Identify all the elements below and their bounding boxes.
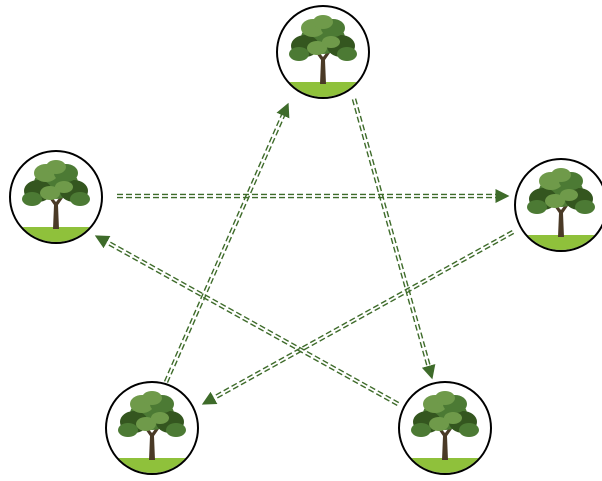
foliage [575, 200, 595, 214]
foliage [289, 47, 309, 61]
node-layer [9, 5, 602, 475]
foliage [70, 192, 90, 206]
node-circle [514, 158, 602, 252]
trunk [143, 424, 161, 460]
arrow-dash-line [210, 229, 513, 399]
arrow-dash-line [163, 112, 284, 382]
foliage [151, 412, 169, 424]
foliage [22, 192, 42, 206]
foliage [545, 194, 565, 208]
foliage [142, 391, 162, 405]
arrow-bottom-left-to-top [163, 102, 290, 383]
foliage [560, 189, 578, 201]
trunk [314, 48, 332, 84]
node-top [276, 5, 370, 99]
foliage [551, 168, 571, 182]
arrow-top-to-bottom-right [351, 98, 436, 380]
node-bottom-right [398, 381, 492, 475]
arrow-dash-line [166, 113, 287, 383]
trunk [552, 201, 570, 237]
arrowhead [276, 102, 290, 119]
foliage [313, 15, 333, 29]
tree-icon [278, 15, 368, 97]
foliage [307, 41, 327, 55]
foliage [435, 391, 455, 405]
arrowhead [201, 391, 218, 405]
arrow-dash-line [354, 98, 432, 369]
foliage [46, 160, 66, 174]
node-circle [9, 150, 103, 244]
foliage [55, 181, 73, 193]
foliage [166, 423, 186, 437]
foliage [411, 423, 431, 437]
arrow-dash-line [103, 241, 398, 407]
node-circle [276, 5, 370, 99]
tree-icon [107, 391, 197, 473]
foliage [118, 423, 138, 437]
node-circle [398, 381, 492, 475]
arrowhead [421, 363, 436, 380]
foliage [337, 47, 357, 61]
trunk [47, 193, 65, 229]
foliage [429, 417, 449, 431]
arrow-dash-line [351, 99, 429, 369]
node-right [514, 158, 602, 252]
trunk [436, 424, 454, 460]
arrow-layer [94, 98, 515, 407]
arrow-right-to-bottom-left [201, 229, 515, 405]
arrow-dash-line [105, 238, 400, 404]
foliage [459, 423, 479, 437]
foliage [136, 417, 156, 431]
node-circle [105, 381, 199, 475]
arrow-left-to-right [117, 189, 510, 203]
foliage [322, 36, 340, 48]
foliage [527, 200, 547, 214]
arrowhead [94, 235, 111, 249]
foliage [40, 186, 60, 200]
arrow-dash-line [212, 232, 515, 402]
arrow-bottom-right-to-left [94, 235, 400, 407]
node-left [9, 150, 103, 244]
node-bottom-left [105, 381, 199, 475]
foliage [444, 412, 462, 424]
